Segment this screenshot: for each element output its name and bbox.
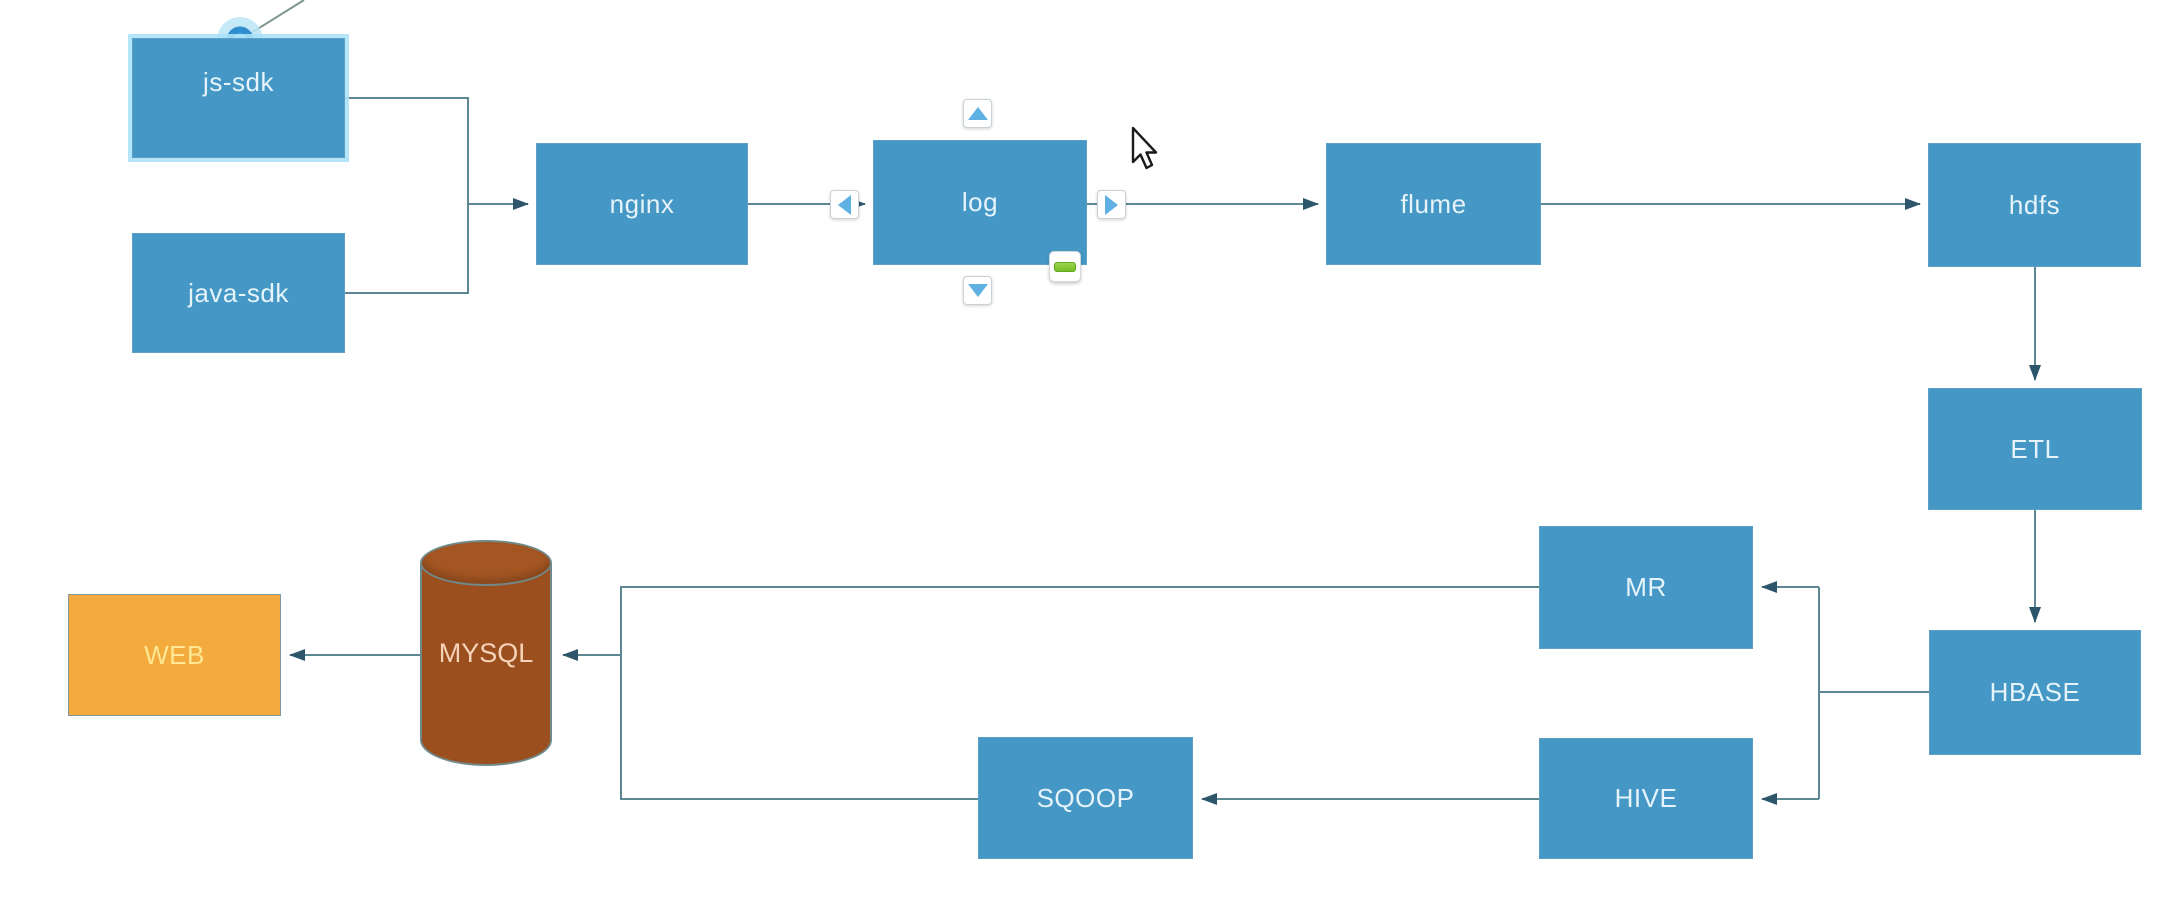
- node-hive-label: HIVE: [1614, 783, 1678, 813]
- connector-hbase-bracket: [1818, 587, 1929, 799]
- node-web[interactable]: WEB: [68, 594, 281, 716]
- log-connect-left-handle[interactable]: [830, 190, 859, 219]
- log-connect-up-handle[interactable]: [963, 99, 992, 128]
- node-log-label: log: [961, 187, 999, 217]
- cylinder-top: [420, 540, 552, 586]
- connect-right-icon: [1105, 194, 1118, 215]
- log-connect-down-handle[interactable]: [963, 276, 992, 305]
- node-hdfs-label: hdfs: [2008, 189, 2061, 220]
- log-connect-right-handle[interactable]: [1097, 190, 1126, 219]
- node-hive[interactable]: HIVE: [1539, 738, 1753, 859]
- node-sqoop-label: SQOOP: [1036, 782, 1135, 813]
- connect-down-icon: [967, 284, 988, 297]
- node-web-label: WEB: [144, 639, 205, 670]
- node-flume-label: flume: [1400, 188, 1467, 219]
- node-nginx-label: nginx: [609, 188, 675, 219]
- node-mr-label: MR: [1625, 572, 1667, 602]
- connect-up-icon: [967, 107, 988, 120]
- green-badge-icon: [1054, 261, 1076, 272]
- node-js-sdk-label: js-sdk: [203, 67, 274, 97]
- mouse-cursor: [1131, 126, 1158, 170]
- connector-loose-diagonal: [239, 0, 305, 41]
- node-java-sdk[interactable]: java-sdk: [132, 233, 345, 353]
- node-hdfs[interactable]: hdfs: [1928, 143, 2141, 267]
- node-nginx[interactable]: nginx: [536, 143, 748, 265]
- node-sqoop[interactable]: SQOOP: [978, 737, 1193, 859]
- node-etl-label: ETL: [2010, 433, 2060, 464]
- node-hbase[interactable]: HBASE: [1929, 630, 2141, 755]
- log-green-badge[interactable]: [1049, 251, 1081, 282]
- connector-sdk-bracket: [345, 97, 469, 294]
- node-mr[interactable]: MR: [1539, 526, 1753, 649]
- node-js-sdk[interactable]: js-sdk: [132, 38, 345, 158]
- node-mysql[interactable]: MYSQL: [420, 540, 552, 766]
- node-etl[interactable]: ETL: [1928, 388, 2142, 510]
- cylinder-body: [420, 563, 552, 766]
- connect-left-icon: [838, 194, 851, 215]
- node-java-sdk-label: java-sdk: [188, 277, 289, 308]
- node-flume[interactable]: flume: [1326, 143, 1541, 265]
- node-log[interactable]: log: [873, 140, 1087, 265]
- node-mysql-label: MYSQL: [438, 637, 534, 668]
- node-hbase-label: HBASE: [1989, 677, 2081, 707]
